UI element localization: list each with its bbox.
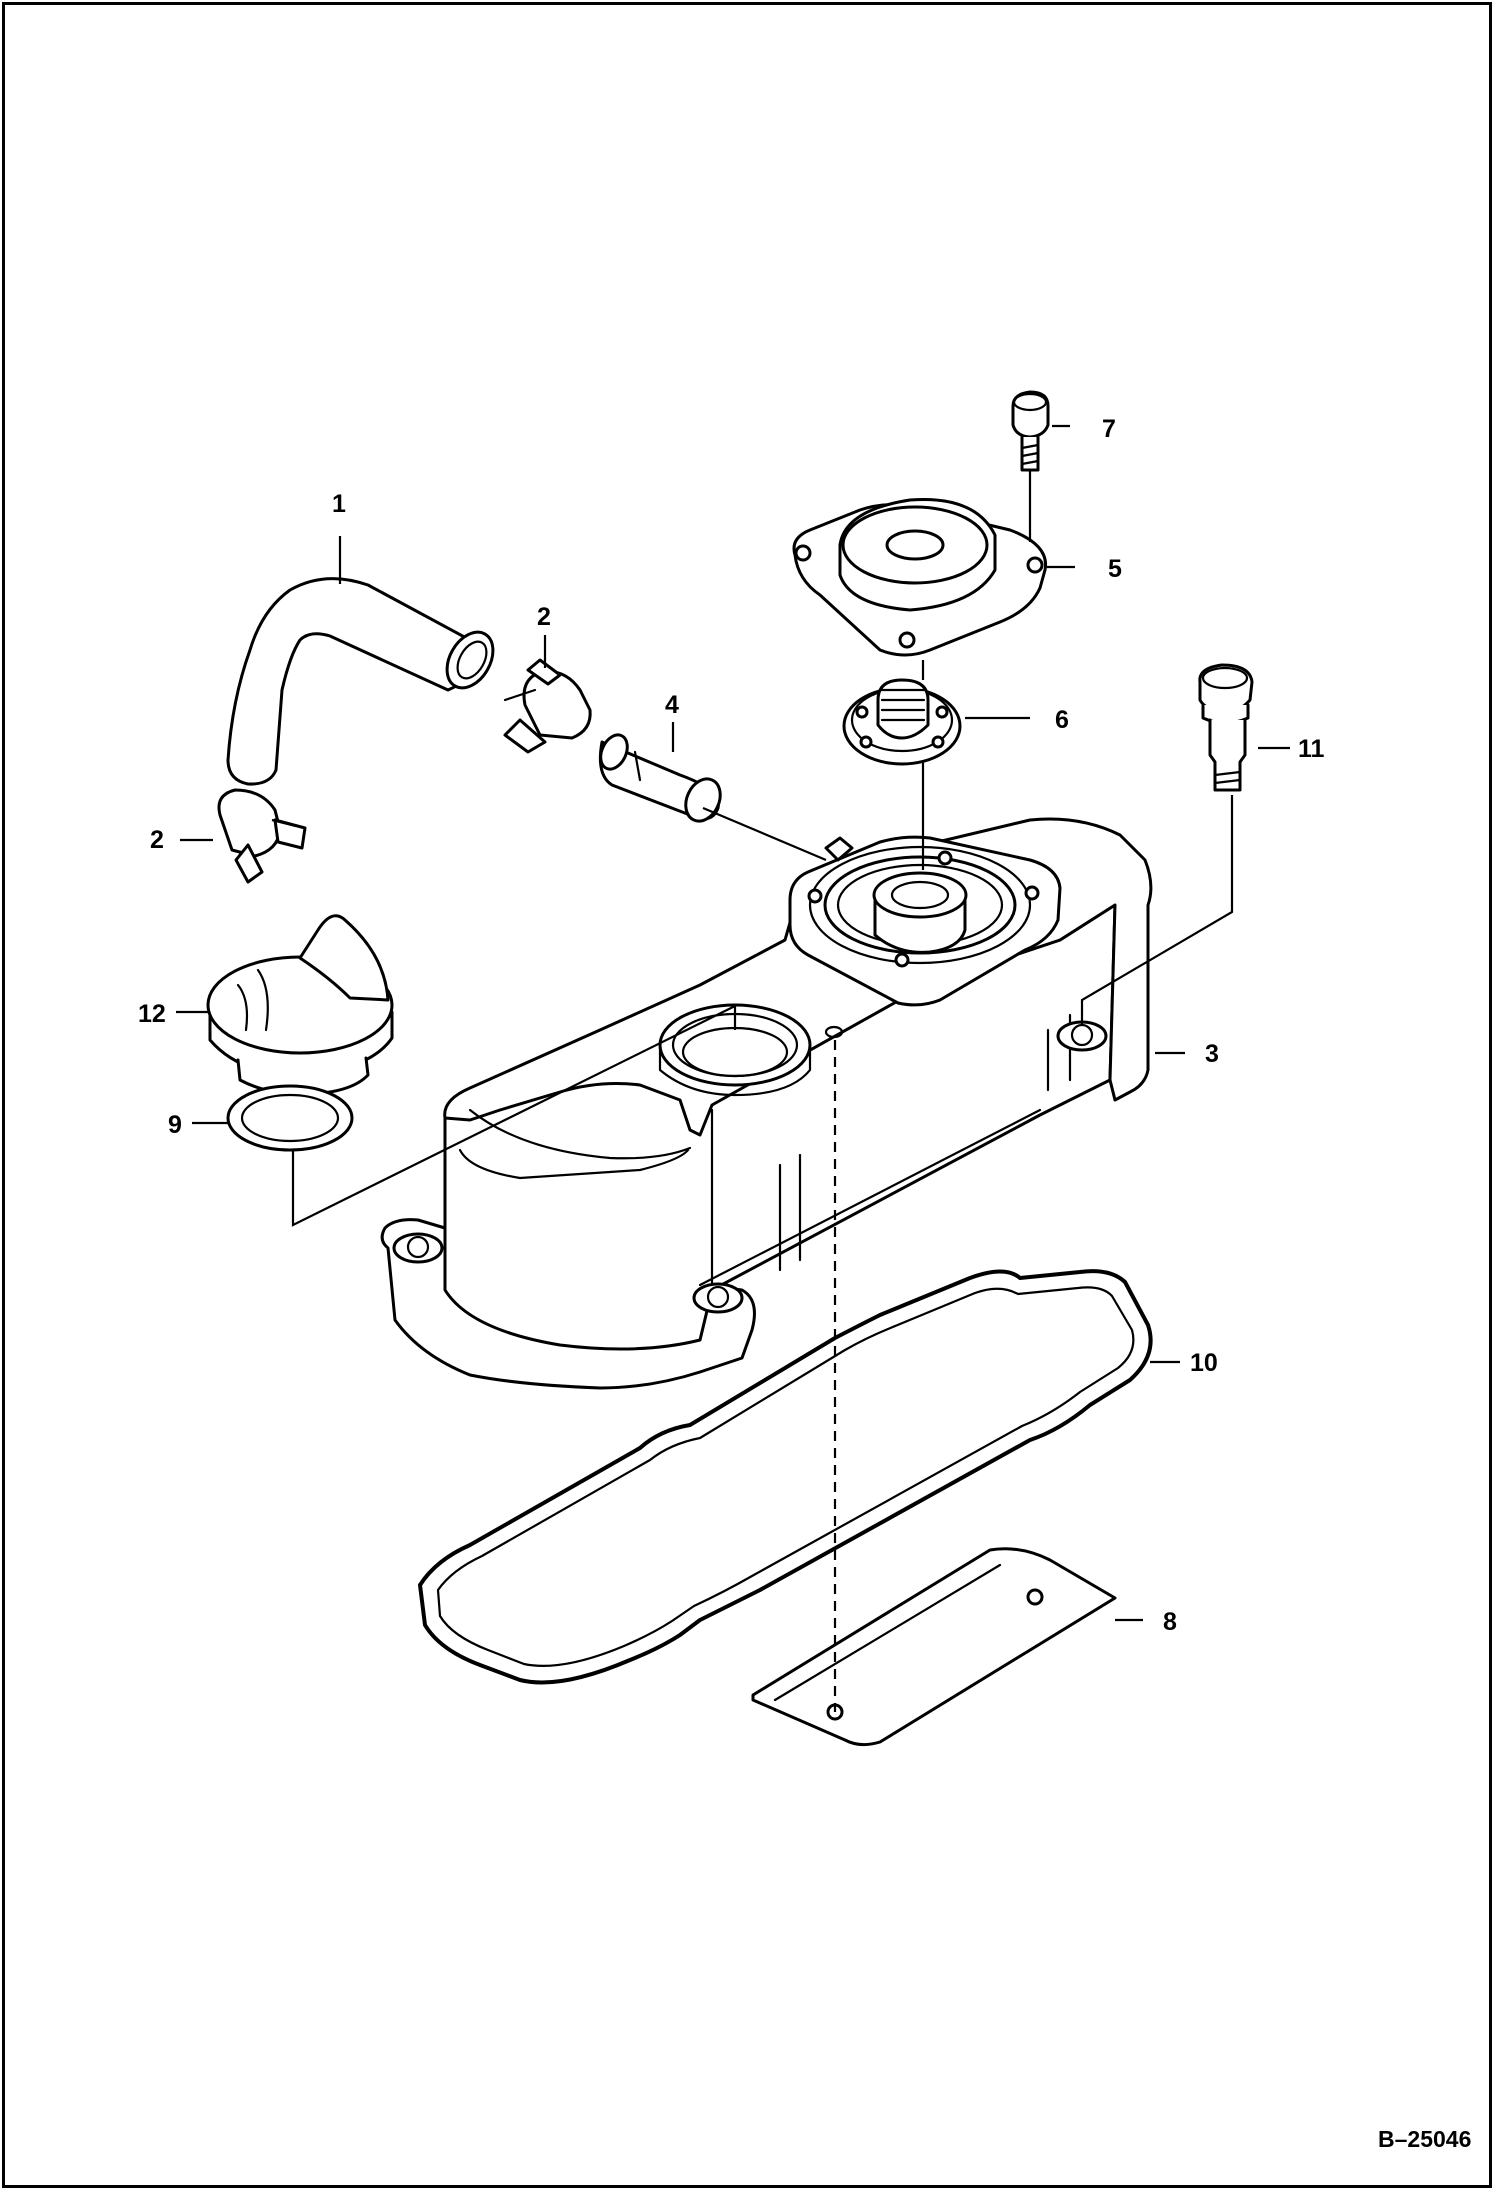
callout-6: 6 xyxy=(1055,706,1069,734)
assembly-lines xyxy=(271,470,1234,1712)
callout-5: 5 xyxy=(1108,555,1122,583)
callout-11: 11 xyxy=(1298,735,1325,763)
valve-cover xyxy=(380,817,1153,1390)
valve-cover-gasket xyxy=(418,1269,1153,1685)
baffle-plate xyxy=(751,1547,1117,1747)
breather-hose xyxy=(226,577,495,786)
oil-filler-cap xyxy=(206,914,394,1096)
breather-valve xyxy=(842,678,962,766)
hose-clamp-upper xyxy=(503,658,592,754)
callout-2-upper: 2 xyxy=(537,603,551,631)
callout-12: 12 xyxy=(138,1000,166,1028)
breather-fitting xyxy=(598,733,722,823)
callout-3: 3 xyxy=(1205,1040,1219,1068)
bolt xyxy=(1198,663,1254,792)
screw xyxy=(1011,390,1050,472)
callout-7: 7 xyxy=(1102,415,1116,443)
leader-lines xyxy=(176,424,1290,1622)
o-ring xyxy=(226,1084,354,1152)
callout-1: 1 xyxy=(332,490,346,518)
callout-8: 8 xyxy=(1163,1608,1177,1636)
callout-4: 4 xyxy=(665,691,679,719)
hose-clamp-lower xyxy=(217,788,307,884)
drawing-code: B–25046 xyxy=(1378,2126,1471,2152)
callout-10: 10 xyxy=(1190,1349,1218,1377)
breather-cover xyxy=(792,497,1048,657)
callout-9: 9 xyxy=(168,1111,182,1139)
callout-2-lower: 2 xyxy=(150,826,164,854)
callouts: 1 2 2 3 4 5 6 7 8 9 10 11 12 xyxy=(138,415,1325,1636)
